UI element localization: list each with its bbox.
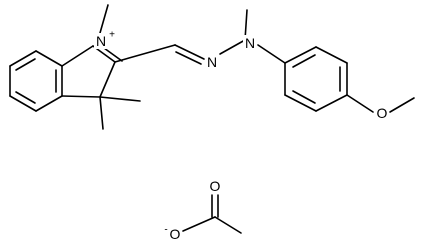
bond bbox=[99, 61, 116, 98]
carbonyl-oxygen-label: O bbox=[210, 178, 221, 194]
hydrazone-linker bbox=[114, 9, 286, 65]
bond bbox=[214, 216, 242, 234]
indolium-charge-label: + bbox=[109, 30, 115, 41]
acetate-fragment bbox=[182, 194, 242, 234]
atom-indolium-nitrogen: N + bbox=[94, 30, 115, 49]
bond bbox=[103, 47, 123, 62]
bond bbox=[114, 44, 176, 63]
atom-hydrazine-nitrogen: N bbox=[243, 35, 257, 51]
bond bbox=[315, 46, 348, 64]
atom-imine-nitrogen: N bbox=[205, 54, 219, 70]
bond bbox=[61, 95, 101, 98]
atom-carboxylate-oxygen: O - bbox=[164, 225, 182, 242]
carboxylate-oxygen-label: O bbox=[170, 226, 181, 242]
bond bbox=[15, 58, 36, 71]
bond bbox=[174, 44, 205, 60]
atom-labels: N + N N O O O - bbox=[94, 30, 389, 242]
bond bbox=[35, 50, 63, 67]
carboxylate-charge-label: - bbox=[164, 225, 167, 236]
bond bbox=[292, 54, 316, 68]
bond bbox=[99, 96, 141, 102]
bond bbox=[346, 94, 374, 113]
bond bbox=[15, 91, 36, 104]
indolium-nitrogen-label: N bbox=[96, 33, 106, 49]
atom-ether-oxygen: O bbox=[375, 105, 389, 121]
bond bbox=[99, 96, 104, 130]
bond bbox=[99, 4, 109, 34]
bond bbox=[9, 50, 37, 67]
bond bbox=[61, 45, 94, 67]
methoxyphenyl-fragment bbox=[284, 46, 415, 113]
bond bbox=[292, 90, 316, 104]
imine-nitrogen-label: N bbox=[207, 54, 217, 70]
indolium-fragment bbox=[9, 4, 141, 130]
ether-oxygen-label: O bbox=[377, 105, 388, 121]
bond bbox=[175, 51, 202, 65]
bond bbox=[182, 216, 216, 232]
bond bbox=[315, 94, 348, 112]
bond bbox=[35, 95, 63, 112]
bond bbox=[284, 94, 317, 112]
bond bbox=[284, 46, 317, 64]
hydrazine-nitrogen-label: N bbox=[245, 35, 255, 51]
bond bbox=[257, 44, 286, 64]
bond bbox=[389, 97, 415, 113]
bond bbox=[9, 95, 37, 112]
atom-carbonyl-oxygen: O bbox=[208, 178, 222, 194]
bond bbox=[219, 39, 246, 55]
